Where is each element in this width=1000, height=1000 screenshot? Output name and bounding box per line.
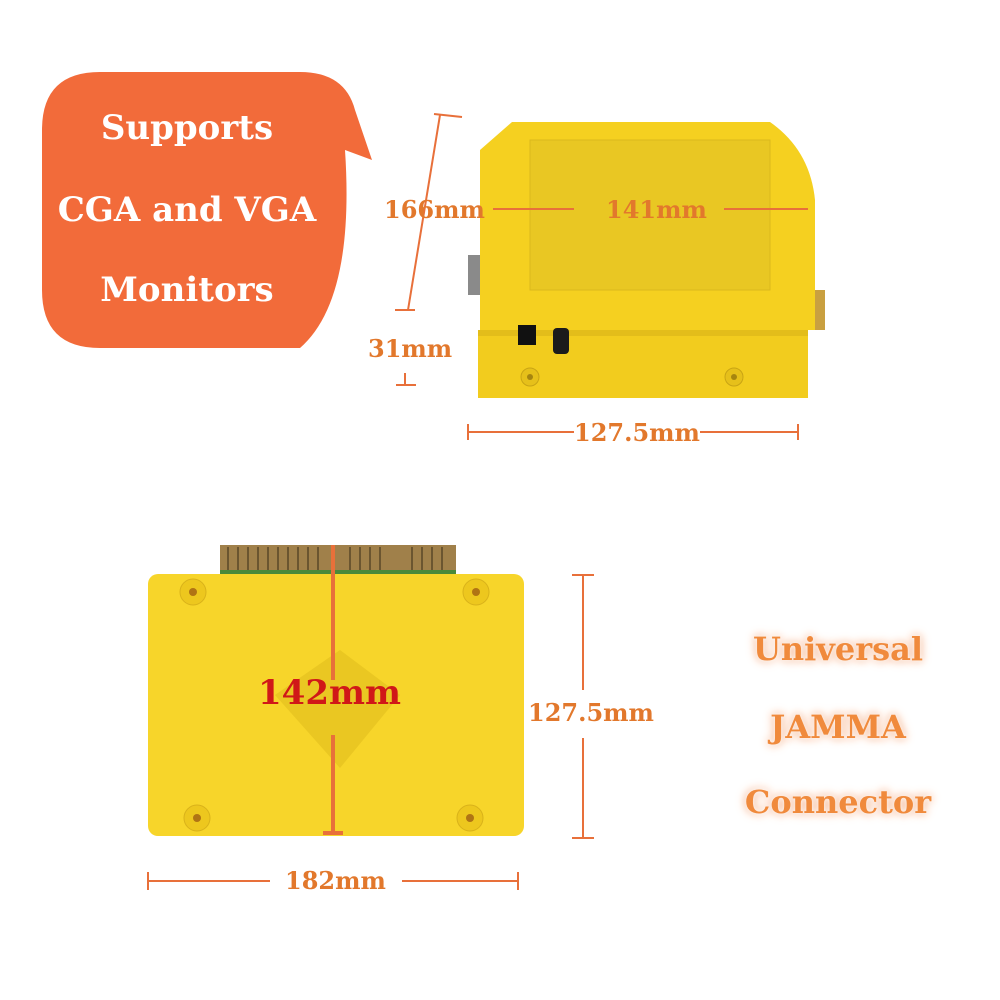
feature-line-2: JAMMA: [770, 708, 906, 746]
base-dimension-label: 127.5mm: [574, 418, 700, 447]
depth-dimension-label: 31mm: [368, 334, 453, 363]
device-top-view: [468, 122, 825, 398]
callout-line-3: Monitors: [100, 270, 274, 310]
device-bottom-view: [148, 545, 524, 836]
callout-bubble: [42, 72, 372, 348]
callout-line-1: Supports: [100, 108, 274, 148]
callout-line-2: CGA and VGA: [57, 190, 317, 230]
width-dimension-label: 141mm: [606, 195, 707, 224]
height-dimension-label: 166mm: [384, 195, 485, 224]
bottom-width-dimension-label: 182mm: [285, 866, 386, 895]
dimension-lines-bottom: [147, 545, 594, 890]
feature-line-1: Universal: [752, 630, 924, 668]
side-dimension-label: 127.5mm: [528, 698, 654, 727]
dimension-lines-top: [395, 113, 808, 440]
feature-line-3: Connector: [744, 783, 932, 821]
length-dimension-label: 142mm: [258, 673, 401, 713]
